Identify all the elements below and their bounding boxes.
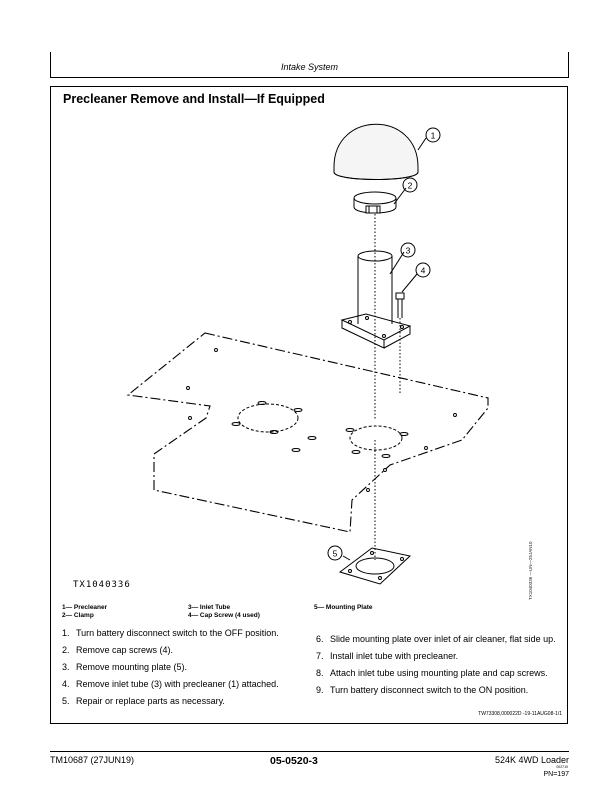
- legend-item: 5— Mounting Plate: [314, 604, 373, 611]
- footer-small-code: 002719: [556, 765, 568, 769]
- figure-side-reference: TX1040336 —UN—25JAN10: [528, 541, 533, 600]
- procedure-title: Precleaner Remove and Install—If Equippe…: [63, 92, 325, 106]
- plate-opening-center: [349, 425, 403, 451]
- step-item: 5.Repair or replace parts as necessary.: [62, 696, 225, 706]
- steps-right-column: 6.Slide mounting plate over inlet of air…: [316, 634, 560, 702]
- footer-rule: [50, 751, 569, 752]
- header-rule-left: [50, 52, 51, 78]
- callout-4: 4: [421, 266, 426, 276]
- legend-item: 4— Cap Screw (4 used): [188, 612, 260, 619]
- callout-5: 5: [333, 549, 338, 559]
- step-item: 4.Remove inlet tube (3) with precleaner …: [62, 679, 279, 689]
- step-item: 3.Remove mounting plate (5).: [62, 662, 188, 672]
- step-item: 8.Attach inlet tube using mounting plate…: [316, 668, 548, 678]
- plate-opening-left: [237, 403, 299, 433]
- callout-2: 2: [408, 181, 413, 191]
- footer-page-number: 05-0520-3: [270, 755, 318, 767]
- clamp: [353, 191, 397, 214]
- reference-code: TW73308,000022D -19-11AUG08-1/1: [478, 711, 562, 717]
- cap-screw: [395, 292, 405, 318]
- step-item: 6.Slide mounting plate over inlet of air…: [316, 634, 556, 644]
- legend-item: 3— Inlet Tube: [188, 604, 231, 611]
- footer-manual-id: TM10687 (27JUN19): [50, 755, 135, 765]
- header-rule-right: [568, 52, 569, 78]
- section-title: Intake System: [280, 62, 339, 72]
- header-rule-bottom: [50, 77, 569, 78]
- procedure-frame: [50, 86, 568, 724]
- legend-item: 2— Clamp: [62, 612, 94, 619]
- step-item: 2.Remove cap screws (4).: [62, 645, 174, 655]
- step-item: 7.Install inlet tube with precleaner.: [316, 651, 459, 661]
- footer-machine-name: 524K 4WD Loader: [494, 755, 569, 765]
- steps-left-column: 1.Turn battery disconnect switch to the …: [62, 628, 312, 713]
- callout-3: 3: [406, 246, 411, 256]
- base-plate-outline: [126, 332, 489, 533]
- precleaner-illustration: 1 2 3 4 5: [126, 123, 489, 585]
- mounting-plate: [338, 547, 412, 585]
- precleaner-dome: [333, 123, 419, 180]
- step-item: 9.Turn battery disconnect switch to the …: [316, 685, 529, 695]
- step-item: 1.Turn battery disconnect switch to the …: [62, 628, 279, 638]
- callout-1: 1: [431, 131, 436, 141]
- inlet-tube: [340, 250, 412, 349]
- figure-id: TX1040336: [73, 580, 131, 590]
- footer-pn: PN=197: [543, 771, 570, 778]
- legend-item: 1— Precleaner: [62, 604, 108, 611]
